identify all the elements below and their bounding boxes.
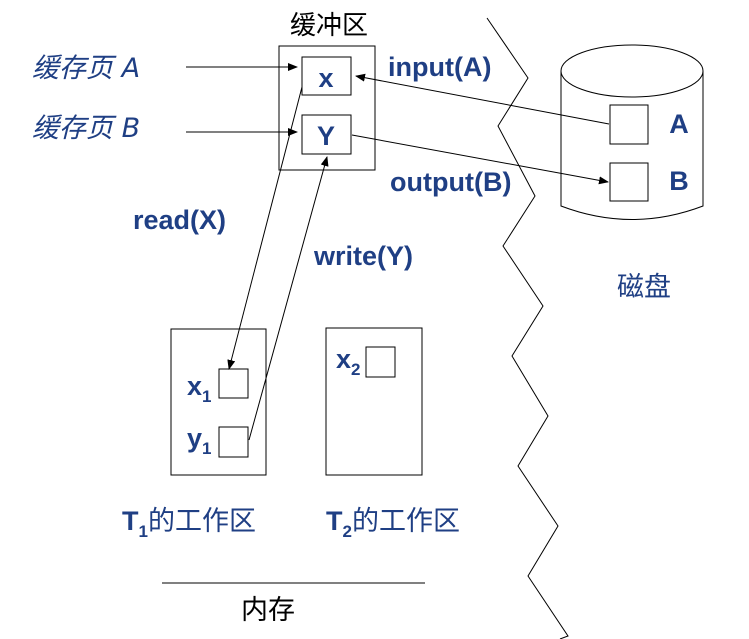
t1-var-x-text: x [187, 371, 202, 401]
disk-label: 磁盘 [617, 272, 671, 303]
t1-var-y: y1 [187, 423, 212, 458]
t1-workspace-box [170, 328, 267, 476]
t2-cell-x [365, 346, 396, 378]
disk-cylinder-top [560, 44, 704, 98]
disk-block-a [609, 104, 649, 145]
buffer-box [278, 45, 376, 171]
t1-var-y-subscript: 1 [202, 439, 211, 458]
output-arrow [351, 134, 609, 185]
disk-cylinder-body [560, 71, 704, 220]
t2-label-main: T [326, 506, 343, 536]
input-arrow [355, 73, 610, 125]
output-label: output(B) [390, 167, 511, 197]
disk-block-b [609, 162, 649, 202]
t1-var-x-subscript: 1 [202, 387, 211, 406]
memory-disk-boundary [486, 17, 569, 639]
t2-label-subscript: 2 [343, 522, 352, 541]
t1-workspace-label: T1的工作区 [122, 506, 256, 541]
t2-workspace-label: T2的工作区 [326, 506, 460, 541]
t1-label-subscript: 1 [139, 522, 148, 541]
buffer-cell-y-label: Y [317, 121, 335, 151]
buffer-title: 缓冲区 [290, 11, 368, 41]
write-arrow [248, 156, 329, 441]
buffer-cell-x-label: x [318, 63, 333, 93]
t2-var-x-text: x [336, 344, 351, 374]
t2-workspace-box [325, 327, 423, 476]
t1-var-y-text: y [187, 423, 202, 453]
buffer-cell-x [301, 56, 352, 96]
t2-var-x: x2 [336, 344, 361, 379]
t1-cell-x [218, 368, 249, 399]
t2-var-x-subscript: 2 [351, 360, 360, 379]
disk-block-a-label: A [669, 109, 689, 139]
disk-block-b-label: B [669, 166, 689, 196]
t1-var-x: x1 [187, 371, 212, 406]
t1-cell-y [218, 426, 249, 458]
buffer-cell-y [301, 114, 352, 155]
write-label: write(Y) [313, 241, 413, 271]
memory-label: 内存 [241, 595, 295, 626]
page-b-label: 缓存页 B [32, 113, 140, 144]
read-arrow [227, 86, 303, 370]
input-label: input(A) [388, 52, 491, 82]
t1-label-rest: 的工作区 [148, 506, 256, 537]
t2-label-rest: 的工作区 [352, 506, 460, 537]
page-a-label: 缓存页 A [32, 53, 140, 84]
read-label: read(X) [133, 205, 226, 235]
t1-label-main: T [122, 506, 139, 536]
